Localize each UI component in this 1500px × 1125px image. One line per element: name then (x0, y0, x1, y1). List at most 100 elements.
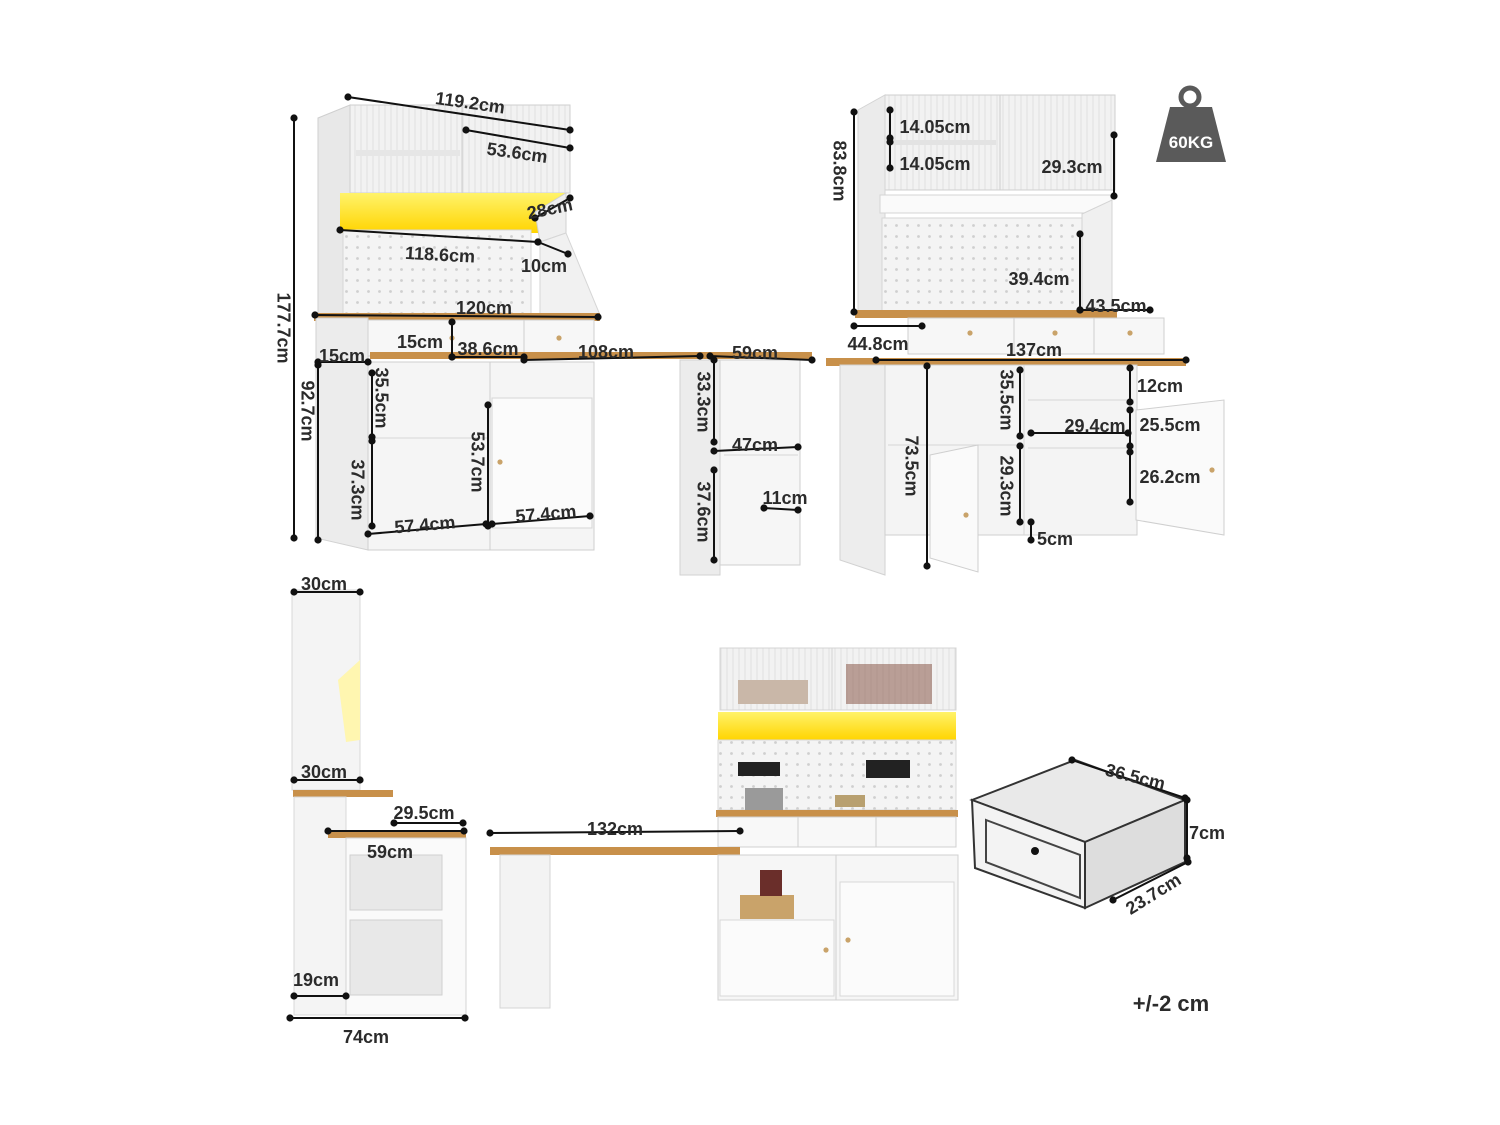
dim-label-open-cabinet-height-2: 14.05cm (899, 154, 970, 174)
dim-endpoint (710, 556, 718, 564)
dim-endpoint (794, 443, 802, 451)
front-view (314, 104, 812, 576)
led-strip-icon (340, 193, 566, 233)
dim-label-front-lower-height: 92.7cm (297, 380, 317, 441)
dim-endpoint (368, 437, 376, 445)
dim-endpoint (1027, 429, 1035, 437)
dim-label-open-inner-width: 29.4cm (1064, 416, 1125, 436)
dim-endpoint (314, 536, 322, 544)
dim-line (709, 355, 813, 361)
dim-endpoint (564, 250, 572, 258)
dim-styled-desk-length: 132cm (486, 819, 744, 839)
dim-endpoint (696, 352, 704, 360)
dim-endpoint (364, 530, 372, 538)
dim-endpoint (1126, 442, 1134, 450)
dim-open-hutch-depth: 43.5cm (1076, 296, 1154, 316)
dim-endpoint (344, 93, 352, 101)
dim-label-open-cabinet-height-1: 14.05cm (899, 117, 970, 137)
dim-label-front-side-table-width: 59cm (732, 343, 778, 363)
dim-line (367, 523, 487, 535)
dim-line (1071, 759, 1186, 799)
weight-badge-label: 60KG (1169, 133, 1213, 152)
dim-label-front-lower-bay-height: 37.3cm (347, 459, 367, 520)
dim-endpoint (520, 356, 528, 364)
dim-label-side-total-depth: 74cm (343, 1027, 389, 1047)
dim-endpoint (710, 438, 718, 446)
dim-label-front-lower-shelf-height: 35.5cm (371, 367, 391, 428)
dim-endpoint (872, 356, 880, 364)
dim-side-base-height: 19cm (290, 970, 350, 1000)
tolerance-note: +/-2 cm (1133, 991, 1209, 1016)
dim-front-desk-width: 120cm (311, 298, 602, 321)
dim-endpoint (586, 512, 594, 520)
dim-label-front-led-shelf-width: 118.6cm (405, 243, 476, 267)
dim-label-side-shelf-depth: 29.5cm (393, 803, 454, 823)
dim-label-front-drawer-height: 15cm (397, 332, 443, 352)
dim-open-shelf-height: 35.5cm (996, 366, 1024, 440)
dim-endpoint (710, 356, 718, 364)
pegboard-icon (342, 229, 532, 316)
dim-endpoint (1126, 406, 1134, 414)
dim-endpoint (1016, 518, 1024, 526)
dim-label-open-table-height: 73.5cm (901, 435, 921, 496)
dim-line (489, 830, 741, 834)
dim-endpoint (311, 311, 319, 319)
dim-endpoint (850, 308, 858, 316)
dim-open-right-upper: 25.5cm (1126, 406, 1201, 450)
dim-label-open-top-shelf: 12cm (1137, 376, 1183, 396)
dim-line (491, 515, 591, 525)
dim-label-open-drawer-depth: 44.8cm (847, 334, 908, 354)
dim-side-mid-depth: 30cm (290, 762, 364, 784)
dim-endpoint (1016, 366, 1024, 374)
dim-open-pegboard-height: 39.4cm (1008, 230, 1084, 314)
dim-endpoint (290, 588, 298, 596)
dim-endpoint (448, 318, 456, 326)
dim-endpoint (314, 358, 322, 366)
dim-front-side-lower-height: 37.6cm (693, 466, 718, 564)
dim-endpoint (918, 322, 926, 330)
dim-endpoint (488, 520, 496, 528)
dim-label-open-right-upper: 25.5cm (1139, 415, 1200, 435)
dim-label-front-side-depth: 11cm (762, 488, 807, 508)
dim-endpoint (1182, 356, 1190, 364)
dim-label-open-lower-height: 29.3cm (996, 455, 1016, 516)
dim-line (347, 96, 571, 131)
dim-endpoint (1076, 306, 1084, 314)
dim-endpoint (1126, 498, 1134, 506)
dim-endpoint (1027, 536, 1035, 544)
dim-endpoint (486, 829, 494, 837)
knob-icon (556, 335, 562, 341)
dim-label-front-desk-extension: 108cm (578, 342, 634, 362)
dim-endpoint (710, 447, 718, 455)
dim-open-desk-length: 137cm (872, 340, 1190, 364)
dim-label-side-base-height: 19cm (293, 970, 339, 990)
dim-line (713, 446, 799, 452)
dim-label-front-overall-height: 177.7cm (273, 292, 293, 363)
dim-front-drawer-width: 38.6cm (448, 339, 528, 361)
dim-front-door-height: 53.7cm (467, 401, 492, 530)
dim-endpoint (886, 138, 894, 146)
dim-drawer-height: 7cm (1183, 796, 1225, 862)
dim-front-side-table-width: 59cm (706, 343, 816, 364)
dim-label-open-base-height: 5cm (1037, 529, 1073, 549)
dim-label-open-cabinet-depth: 29.3cm (1041, 157, 1102, 177)
dim-endpoint (448, 353, 456, 361)
dim-front-lower-bay-height: 37.3cm (347, 437, 376, 530)
dim-endpoint (460, 827, 468, 835)
dim-line (523, 355, 701, 361)
dim-label-open-right-lower: 26.2cm (1139, 467, 1200, 487)
dim-open-cabinet-height-2: 14.05cm (886, 138, 971, 174)
dim-endpoint (482, 520, 490, 528)
dim-endpoint (566, 194, 574, 202)
dim-front-lower-height: 92.7cm (297, 361, 322, 544)
dim-line (1112, 861, 1189, 901)
dim-endpoint (461, 1014, 469, 1022)
dim-endpoint (368, 522, 376, 530)
dim-front-drawer-height: 15cm (397, 318, 456, 361)
dim-endpoint (1068, 756, 1076, 764)
dim-front-lower-shelf-height: 35.5cm (368, 367, 391, 441)
dim-endpoint (710, 466, 718, 474)
dim-endpoint (566, 144, 574, 152)
